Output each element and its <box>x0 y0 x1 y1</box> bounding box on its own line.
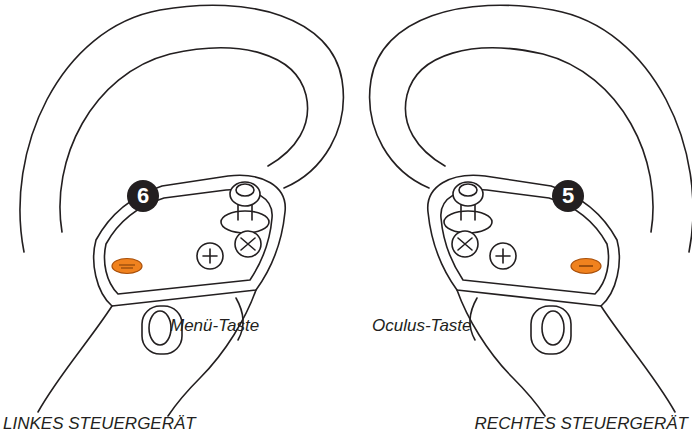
menu-button <box>112 259 142 274</box>
part-label: Oculus-Taste <box>372 316 472 336</box>
callout-number: 5 <box>552 180 584 212</box>
oculus-button-mark <box>579 265 593 266</box>
oculus-button <box>571 259 601 274</box>
right-controller <box>370 5 692 416</box>
left-controller <box>20 5 343 416</box>
controller-title: RECHTES STEUERGERÄT <box>475 414 688 434</box>
callout-number: 6 <box>127 180 159 212</box>
part-label: Menü-Taste <box>170 316 259 336</box>
controller-title: LINKES STEUERGERÄT <box>3 414 196 434</box>
menu-button-mark <box>119 265 135 268</box>
